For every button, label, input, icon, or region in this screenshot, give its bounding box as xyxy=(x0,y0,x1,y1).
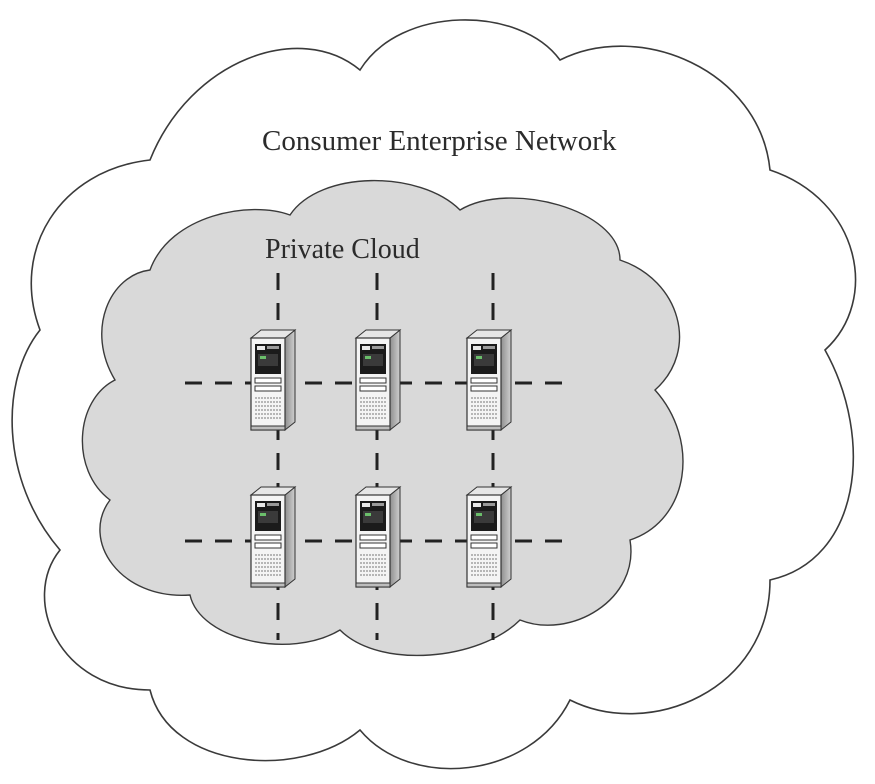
server-icon xyxy=(250,329,296,431)
server-icon xyxy=(355,329,401,431)
server-icon xyxy=(355,486,401,588)
outer-cloud-label: Consumer Enterprise Network xyxy=(262,125,617,157)
server-icon xyxy=(466,329,512,431)
server-icon xyxy=(250,486,296,588)
private-cloud-label: Private Cloud xyxy=(265,234,420,265)
server-icon xyxy=(466,486,512,588)
